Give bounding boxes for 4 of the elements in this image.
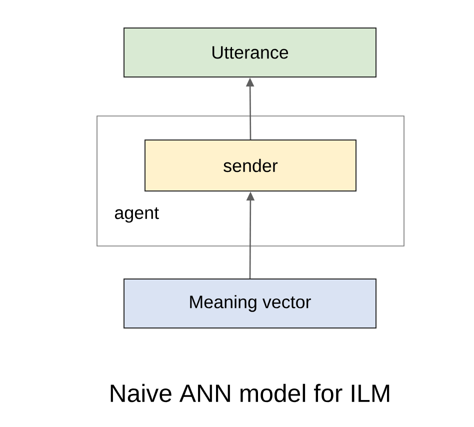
input-box: Meaning vector <box>124 278 376 328</box>
sender-box: sender <box>144 140 356 192</box>
caption: Naive ANN model for ILM <box>110 384 390 402</box>
output-box: Utterance <box>124 28 376 78</box>
